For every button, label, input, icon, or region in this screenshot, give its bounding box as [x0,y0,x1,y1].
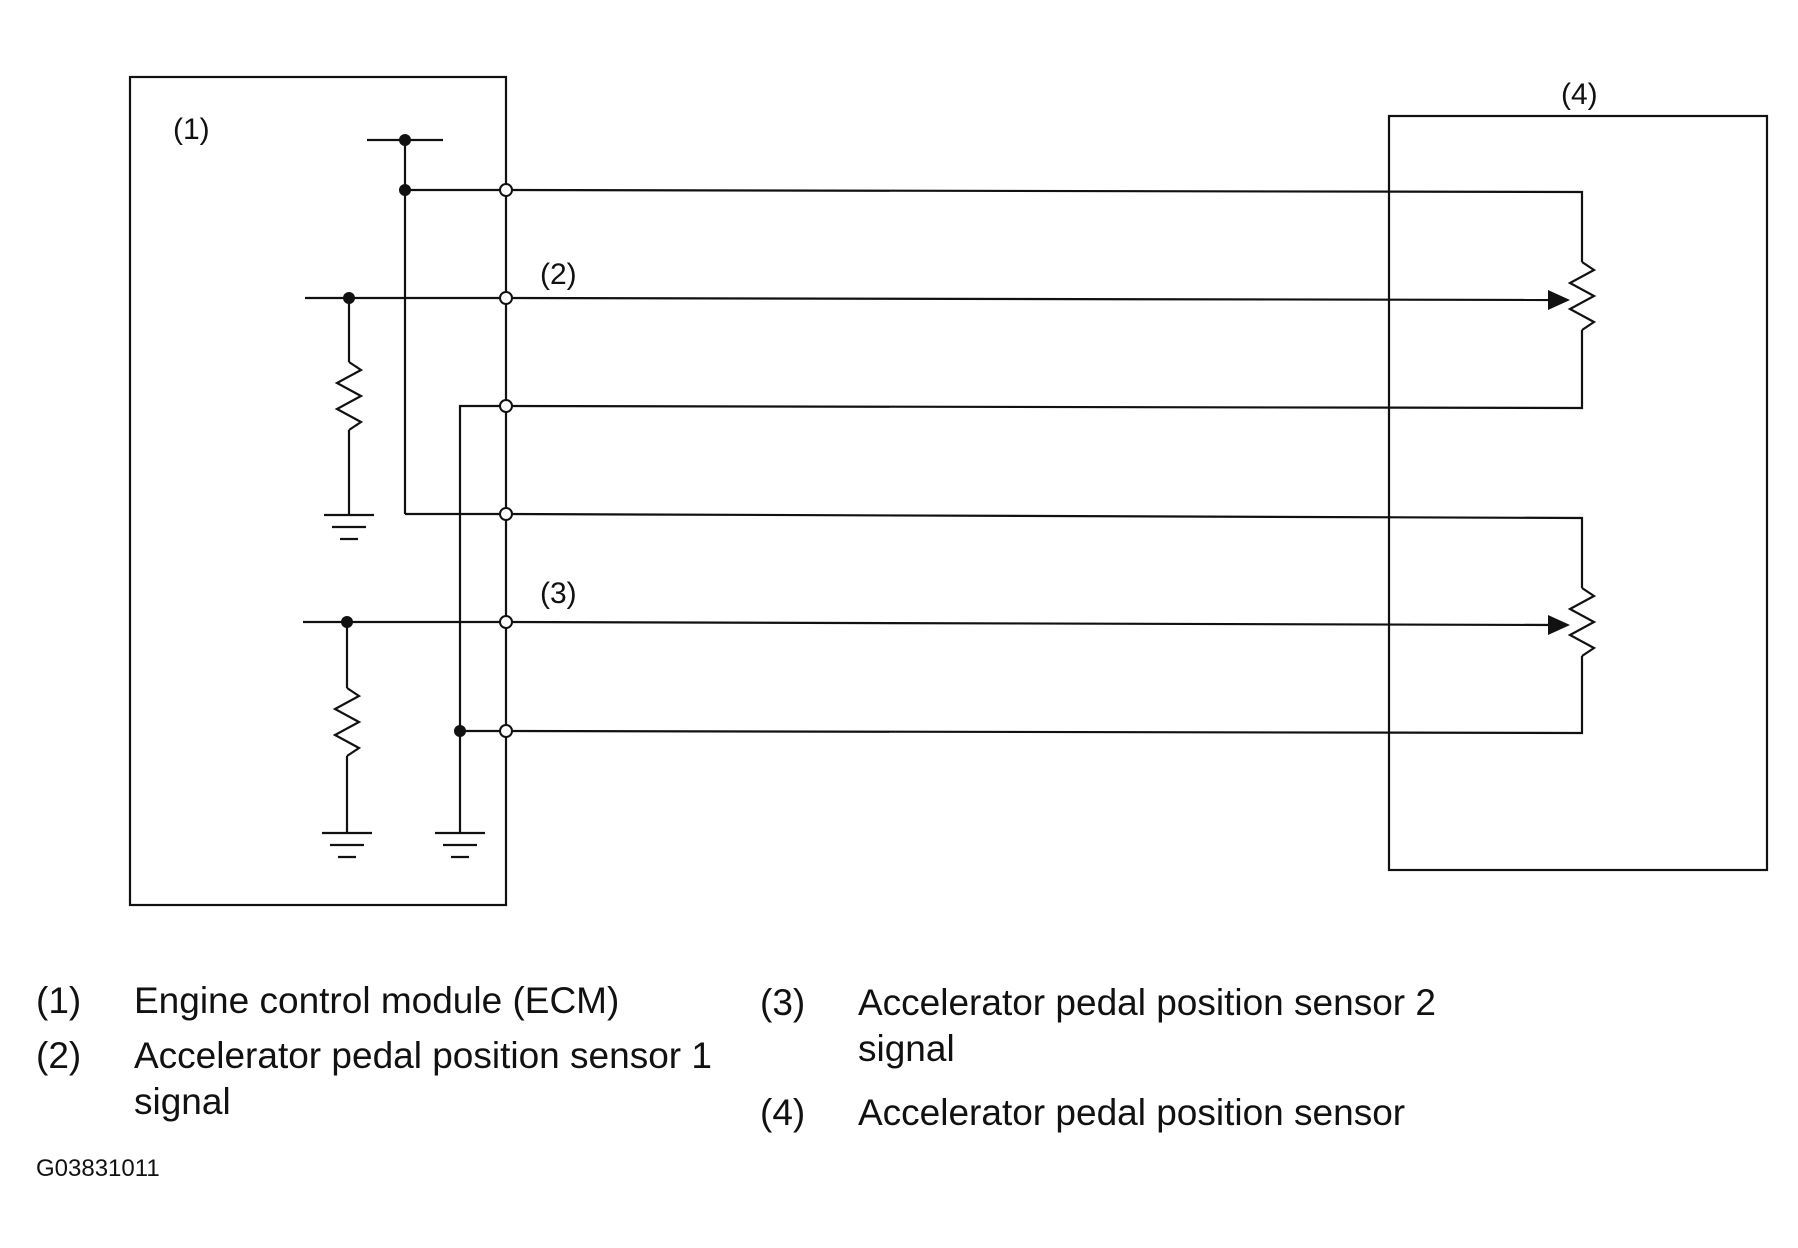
ecm-terminal [499,399,513,413]
legend-text: Accelerator pedal position sensor [858,1092,1406,1133]
signal1-arrow [1548,290,1570,310]
signal1-wire [505,296,1556,302]
figure-id: G03831011 [36,1155,160,1182]
ecm-box [128,75,508,907]
signal2-label: (3) [540,577,577,610]
ecm-label: (1) [173,113,210,146]
ecm-terminal [499,724,513,738]
ecm-terminal [499,507,513,521]
sensor-box [1387,114,1769,872]
legend-number: (2) [36,1035,82,1076]
sensor1-supply-wire [505,188,1584,262]
ground1-icon [324,513,374,541]
ground3-icon [435,831,485,859]
ground-return-inner [458,404,506,733]
signal1-label: (2) [540,258,577,291]
ecm-terminal [499,291,513,305]
ecm-terminal [499,615,513,629]
sensor2-supply-wire [505,512,1584,588]
wiring-diagram: (1) (4) (2) (3) [128,75,1769,907]
sensor2-resistor [1567,587,1597,657]
sensor2-ground-wire [505,656,1584,735]
sensor-label: (4) [1561,78,1598,111]
pulldown2-resistor [332,687,362,757]
legend-number: (3) [760,982,806,1023]
ground2-icon [322,831,372,859]
legend-number: (4) [760,1092,806,1133]
legend-text: Accelerator pedal position sensor 1 sign… [134,1035,712,1122]
legend-number: (1) [36,980,82,1021]
signal2-wire [505,620,1556,627]
ecm-terminal [499,183,513,197]
legend-text: Accelerator pedal position sensor 2 sign… [858,982,1436,1069]
pulldown1-resistor [334,361,364,431]
legend-text: Engine control module (ECM) [134,980,620,1021]
sensor1-ground-wire [505,330,1584,410]
sensor1-resistor [1567,261,1597,331]
signal2-arrow [1548,615,1570,635]
